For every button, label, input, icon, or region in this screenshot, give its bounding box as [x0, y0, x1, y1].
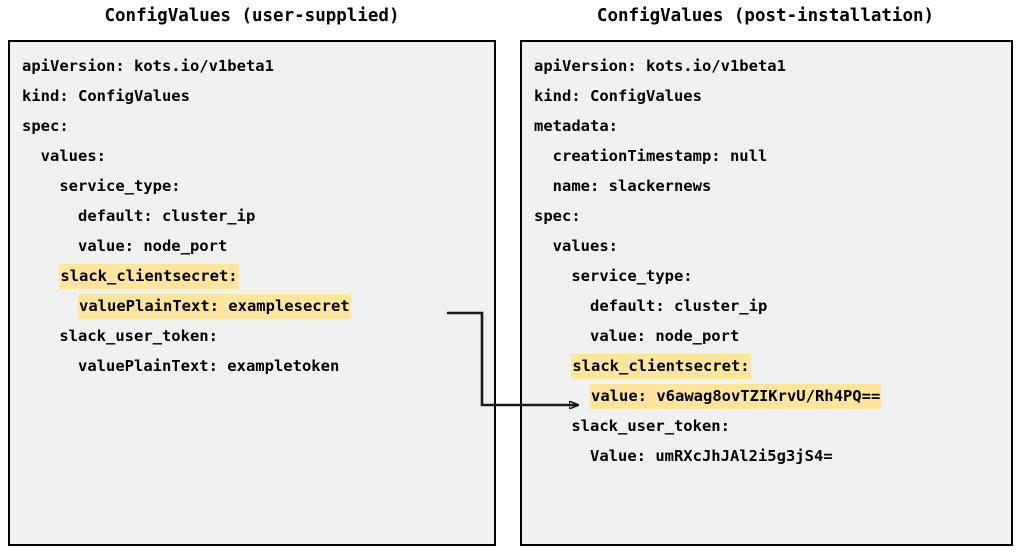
code-segment: [534, 387, 590, 405]
code-segment: spec:: [534, 207, 581, 225]
code-box-post-installation: apiVersion: kots.io/v1beta1 kind: ConfigV…: [520, 40, 1013, 546]
highlighted-code-segment: slack_clientsecret:: [59, 264, 239, 289]
code-segment: default: cluster_ip: [534, 297, 768, 315]
code-line: name: slackernews: [534, 171, 1011, 201]
code-lines-user-supplied: apiVersion: kots.io/v1beta1 kind: ConfigV…: [22, 51, 494, 381]
code-segment: value: node_port: [534, 327, 740, 345]
code-line: slack_clientsecret:: [534, 351, 1011, 381]
code-line: spec:: [534, 201, 1011, 231]
code-line: valuePlainText: examplesecret: [22, 291, 494, 321]
code-segment: values:: [22, 147, 106, 165]
code-segment: kind: ConfigValues: [534, 87, 702, 105]
code-line: value: node_port: [534, 321, 1011, 351]
code-line: apiVersion: kots.io/v1beta1: [534, 51, 1011, 81]
code-line: metadata:: [534, 111, 1011, 141]
code-line: values:: [534, 231, 1011, 261]
code-segment: slack_user_token:: [22, 327, 218, 345]
code-segment: name: slackernews: [534, 177, 712, 195]
code-line: Value: umRXcJhJAl2i5g3jS4=: [534, 441, 1011, 471]
code-line: creationTimestamp: null: [534, 141, 1011, 171]
code-line: slack_clientsecret:: [22, 261, 494, 291]
code-segment: [22, 297, 78, 315]
code-line: slack_user_token:: [22, 321, 494, 351]
code-segment: creationTimestamp: null: [534, 147, 768, 165]
code-segment: kind: ConfigValues: [22, 87, 190, 105]
panel-title-post-installation: ConfigValues (post-installation): [596, 6, 935, 26]
code-segment: Value: umRXcJhJAl2i5g3jS4=: [534, 447, 833, 465]
code-line: value: v6awag8ovTZIKrvU/Rh4PQ==: [534, 381, 1011, 411]
code-segment: apiVersion: kots.io/v1beta1: [534, 57, 786, 75]
panel-user-supplied: ConfigValues (user-supplied) apiVersion:…: [0, 0, 504, 559]
code-lines-post-installation: apiVersion: kots.io/v1beta1 kind: ConfigV…: [534, 51, 1011, 471]
code-segment: values:: [534, 237, 618, 255]
code-line: apiVersion: kots.io/v1beta1: [22, 51, 494, 81]
highlighted-code-segment: valuePlainText: examplesecret: [78, 294, 351, 319]
code-segment: spec:: [22, 117, 69, 135]
code-line: default: cluster_ip: [22, 201, 494, 231]
panel-title-user-supplied: ConfigValues (user-supplied): [104, 6, 400, 26]
code-line: value: node_port: [22, 231, 494, 261]
code-segment: default: cluster_ip: [22, 207, 256, 225]
code-segment: [534, 357, 571, 375]
code-line: slack_user_token:: [534, 411, 1011, 441]
code-line: kind: ConfigValues: [534, 81, 1011, 111]
code-segment: apiVersion: kots.io/v1beta1: [22, 57, 274, 75]
code-segment: [22, 267, 59, 285]
code-segment: metadata:: [534, 117, 618, 135]
code-segment: value: node_port: [22, 237, 228, 255]
code-line: service_type:: [534, 261, 1011, 291]
code-box-user-supplied: apiVersion: kots.io/v1beta1 kind: ConfigV…: [8, 40, 496, 546]
code-segment: valuePlainText: exampletoken: [22, 357, 340, 375]
code-line: default: cluster_ip: [534, 291, 1011, 321]
code-segment: service_type:: [534, 267, 693, 285]
highlighted-code-segment: slack_clientsecret:: [571, 354, 751, 379]
code-line: valuePlainText: exampletoken: [22, 351, 494, 381]
code-line: service_type:: [22, 171, 494, 201]
panel-post-installation: ConfigValues (post-installation) apiVers…: [512, 0, 1019, 559]
code-segment: slack_user_token:: [534, 417, 730, 435]
code-line: kind: ConfigValues: [22, 81, 494, 111]
highlighted-code-segment: value: v6awag8ovTZIKrvU/Rh4PQ==: [590, 384, 882, 409]
code-line: values:: [22, 141, 494, 171]
code-line: spec:: [22, 111, 494, 141]
code-segment: service_type:: [22, 177, 181, 195]
